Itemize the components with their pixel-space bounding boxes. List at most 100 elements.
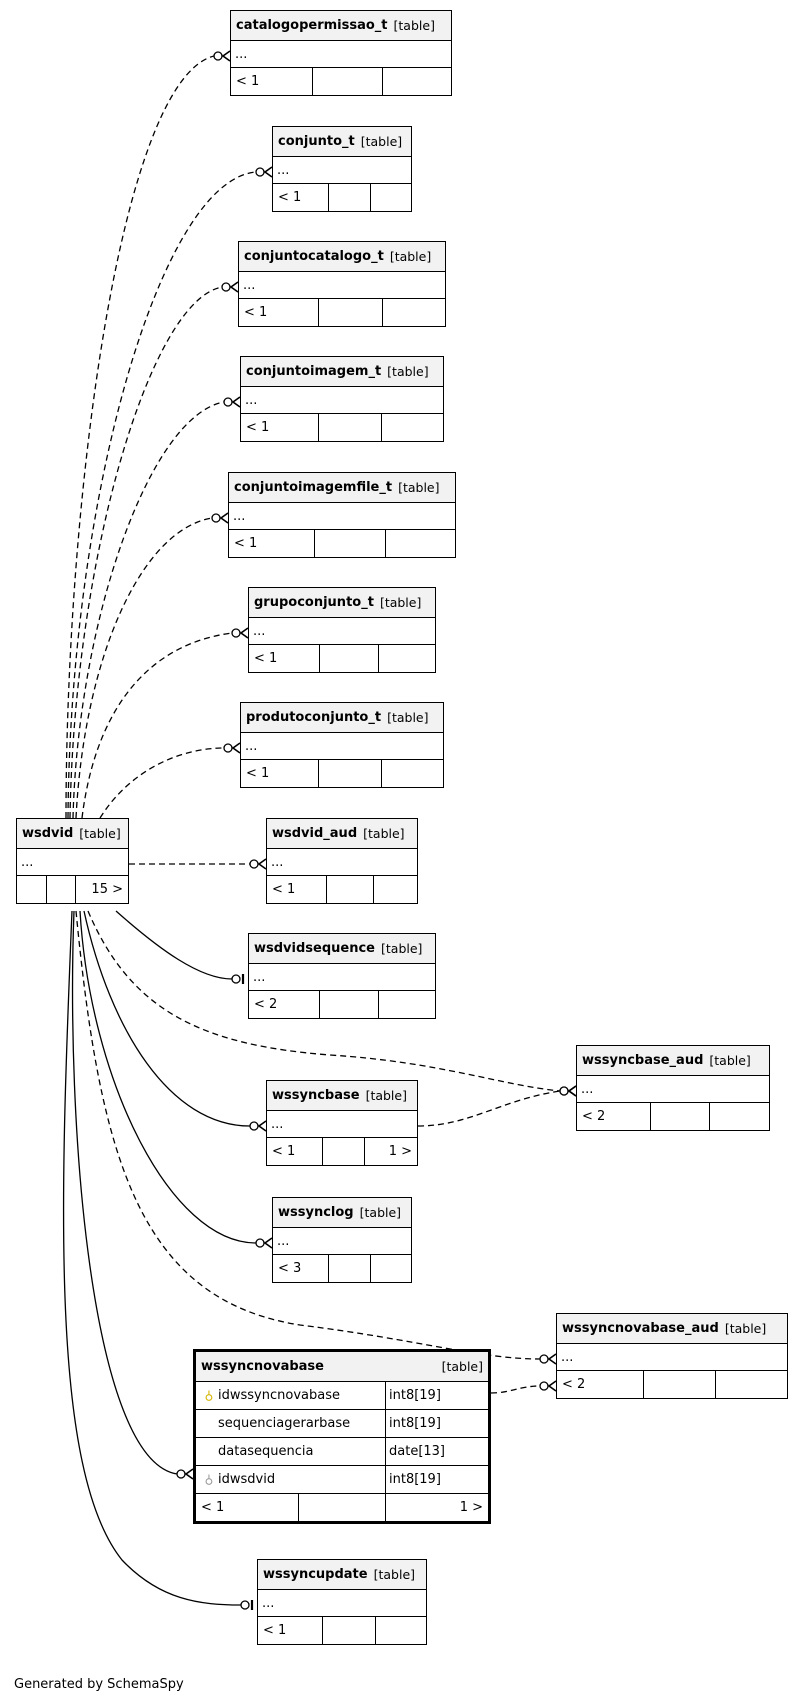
table-name[interactable]: wssyncnovabase — [201, 1359, 324, 1374]
table-name[interactable]: conjuntocatalogo_t — [244, 249, 384, 264]
footer-column-count — [327, 876, 374, 903]
table-header: wsdvidsequence [table] — [249, 934, 435, 964]
footer-parent-count: < 1 — [229, 530, 315, 557]
crowfoot-marker-icon — [176, 1468, 194, 1480]
table-kind-label: [table] — [709, 1053, 751, 1068]
table-header: catalogopermissao_t [table] — [231, 11, 451, 41]
table-grupoconjunto-t[interactable]: grupoconjunto_t[table]...< 1 — [248, 587, 436, 673]
table-conjuntoimagem-t[interactable]: conjuntoimagem_t[table]...< 1 — [240, 356, 444, 442]
relationship-edge — [67, 171, 257, 819]
footer-parent-count: < 1 — [239, 299, 319, 326]
column-row[interactable]: ⚲ idwssyncnovabase int8[19] — [196, 1382, 488, 1410]
table-name[interactable]: wsdvidsequence — [254, 941, 375, 956]
table-catalogopermissao-t[interactable]: catalogopermissao_t[table]...< 1 — [230, 10, 452, 96]
table-wssyncnovabase[interactable]: wssyncnovabase [table] ⚲ idwssyncnovabase in… — [193, 1349, 491, 1524]
footer-child-count — [386, 530, 455, 557]
column-name: idwssyncnovabase — [218, 1388, 340, 1403]
table-wssynclog[interactable]: wssynclog [table]...< 3 — [272, 1197, 412, 1283]
table-footer: < 1 — [229, 530, 455, 557]
elided-columns: ... — [267, 1111, 417, 1138]
table-header: wssyncupdate[table] — [258, 1560, 426, 1590]
footer-parent-count: < 1 — [241, 760, 319, 787]
table-kind-label: [table] — [381, 941, 423, 956]
footer-column-count — [47, 876, 76, 903]
table-kind-label: [table] — [441, 1359, 483, 1374]
column-type: date[13] — [389, 1444, 445, 1459]
footer-parent-count — [17, 876, 47, 903]
table-wsdvid-aud[interactable]: wsdvid_aud[table]...< 1 — [266, 818, 418, 904]
column-type: int8[19] — [389, 1388, 441, 1403]
footer-child-count: 15 > — [91, 882, 123, 897]
footer-column-count — [313, 68, 383, 95]
footer-child-count — [716, 1371, 787, 1398]
footer-parent-count: < 2 — [557, 1371, 644, 1398]
table-footer: < 1 — [258, 1617, 426, 1644]
footer-parent-count: < 3 — [273, 1255, 329, 1282]
table-name[interactable]: wsdvid — [22, 826, 74, 841]
one-or-zero-marker-icon — [231, 974, 245, 984]
table-kind-label: [table] — [363, 826, 405, 841]
column-type: int8[19] — [389, 1416, 441, 1431]
table-name[interactable]: wssyncbase_aud — [582, 1053, 704, 1068]
crowfoot-marker-icon — [221, 281, 239, 293]
table-wssyncupdate[interactable]: wssyncupdate[table]...< 1 — [257, 1559, 427, 1645]
table-footer: < 1 — [241, 414, 443, 441]
table-name[interactable]: produtoconjunto_t — [246, 710, 382, 725]
table-conjuntocatalogo-t[interactable]: conjuntocatalogo_t[table]...< 1 — [238, 241, 446, 327]
table-footer: < 2 — [249, 991, 435, 1018]
elided-columns: ... — [273, 1228, 411, 1255]
crowfoot-marker-icon — [223, 396, 241, 408]
table-conjunto-t[interactable]: conjunto_t[table]...< 1 — [272, 126, 412, 212]
table-name[interactable]: conjuntoimagemfile_t — [234, 480, 393, 495]
relationship-edge — [62, 910, 242, 1606]
table-footer: < 1 — [231, 68, 451, 95]
footer-column-count — [320, 645, 379, 672]
table-produtoconjunto-t[interactable]: produtoconjunto_t[table]...< 1 — [240, 702, 444, 788]
elided-columns: ... — [249, 964, 435, 991]
table-header: conjuntoimagemfile_t[table] — [229, 473, 455, 503]
table-name[interactable]: conjuntoimagem_t — [246, 364, 382, 379]
table-wsdvid[interactable]: wsdvid[table]...15 > — [16, 818, 129, 904]
footer-child-count — [382, 760, 443, 787]
elided-columns: ... — [249, 618, 435, 645]
footer-child-count — [379, 645, 435, 672]
table-kind-label: [table] — [393, 18, 435, 33]
table-wssyncbase-aud[interactable]: wssyncbase_aud[table]...< 2 — [576, 1045, 770, 1131]
table-name[interactable]: grupoconjunto_t — [254, 595, 374, 610]
footer-column-count — [323, 1617, 376, 1644]
table-name[interactable]: catalogopermissao_t — [236, 18, 388, 33]
table-wssyncnovabase-aud[interactable]: wssyncnovabase_aud[table]...< 2 — [556, 1313, 788, 1399]
table-kind-label: [table] — [387, 364, 429, 379]
column-type: int8[19] — [389, 1472, 441, 1487]
table-name[interactable]: wssyncupdate — [263, 1567, 368, 1582]
relationship-edge — [115, 910, 233, 980]
table-kind-label: [table] — [379, 595, 422, 610]
footer-parent-count: < 1 — [241, 414, 319, 441]
table-wsdvidsequence[interactable]: wsdvidsequence [table]...< 2 — [248, 933, 436, 1019]
relationship-edge — [99, 747, 225, 819]
table-name[interactable]: wssyncbase — [272, 1088, 360, 1103]
crowfoot-marker-icon — [223, 742, 241, 754]
table-header: conjuntoimagem_t [table] — [241, 357, 443, 387]
elided-columns: ... — [577, 1076, 769, 1103]
footer-column-count — [320, 991, 379, 1018]
table-name[interactable]: conjunto_t — [278, 134, 355, 149]
relationship-edge — [81, 632, 233, 819]
table-conjuntoimagemfile-t[interactable]: conjuntoimagemfile_t[table]...< 1 — [228, 472, 456, 558]
table-kind-label: [table] — [359, 1205, 402, 1220]
elided-columns: ... — [273, 157, 411, 184]
table-name[interactable]: wssyncnovabase_aud — [562, 1321, 719, 1336]
footer-parent-count: < 1 — [258, 1617, 323, 1644]
table-name[interactable]: wsdvid_aud — [272, 826, 358, 841]
crowfoot-marker-icon — [255, 166, 273, 178]
footer-child-count — [379, 991, 435, 1018]
elided-columns: ... — [258, 1590, 426, 1617]
primary-key-icon: ⚲ — [204, 1388, 214, 1403]
table-name[interactable]: wssynclog — [278, 1205, 354, 1220]
